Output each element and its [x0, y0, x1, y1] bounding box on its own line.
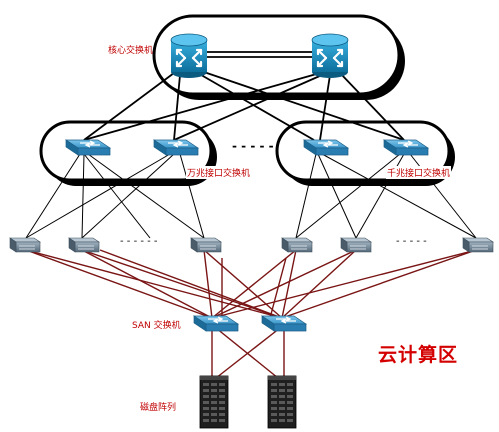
core-access-links — [83, 51, 405, 141]
storage-array-2-icon — [267, 375, 297, 429]
san-switch-2-icon — [261, 315, 307, 332]
server-2-icon — [68, 237, 100, 253]
server-6-icon — [462, 237, 494, 253]
storage-array-1-icon — [199, 375, 229, 429]
server-3-icon — [190, 237, 222, 253]
core-switch-label: 核心交换机 — [108, 46, 154, 56]
access-ellipsis: - - - - - — [232, 139, 274, 153]
access-10g-switch-label: 万兆接口交换机 — [186, 166, 252, 179]
storage-array-label: 磁盘阵列 — [140, 403, 177, 413]
access-server-links — [25, 153, 477, 239]
servers-right-ellipsis: - - - - - — [396, 236, 427, 247]
servers-left-ellipsis: - - - - - - — [120, 236, 158, 247]
core-switch-2-icon — [310, 32, 350, 80]
access-1g-switch-label: 千兆接口交换机 — [386, 166, 452, 179]
core-switch-1-icon — [169, 32, 209, 80]
san-switch-label: SAN 交换机 — [132, 321, 181, 331]
zone-title: 云计算区 — [378, 344, 459, 366]
server-5-icon — [340, 237, 372, 253]
server-1-icon — [9, 237, 41, 253]
fc-links — [25, 249, 477, 379]
san-switch-1-icon — [193, 315, 239, 332]
server-4-icon — [281, 237, 313, 253]
